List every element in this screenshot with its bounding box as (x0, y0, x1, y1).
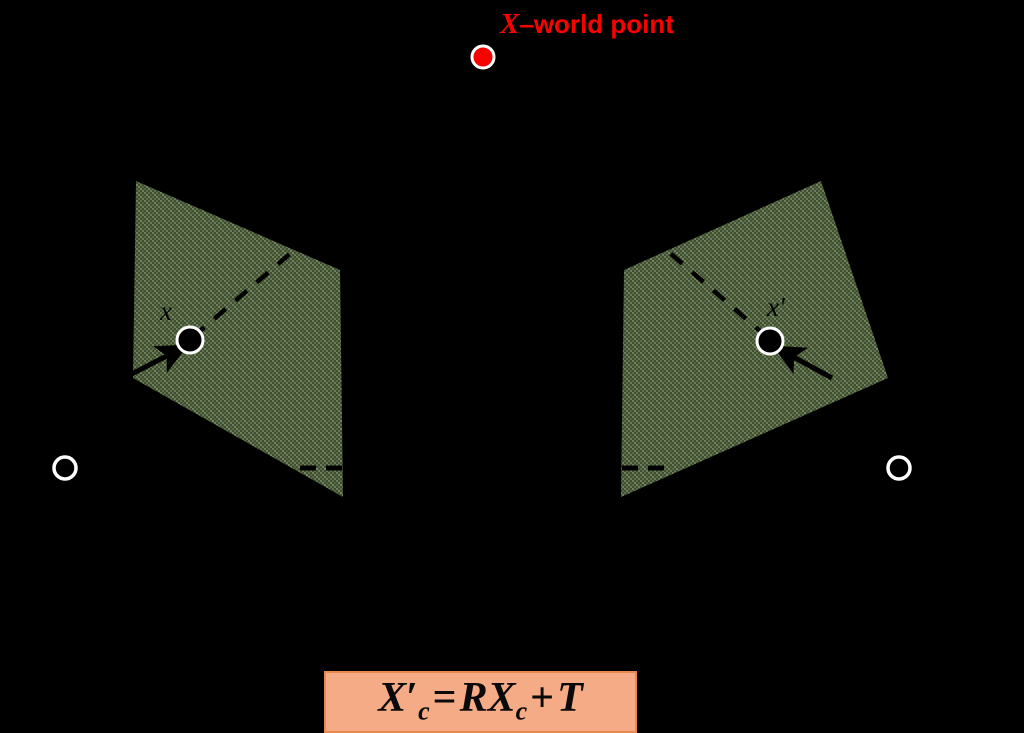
left-epipolar-ray-dashed (191, 251, 293, 339)
left-projection-arrow (122, 344, 189, 381)
right-camera-center (886, 455, 912, 481)
formula-box: X′c=RXc+T (324, 671, 637, 733)
right-projection-arrow (772, 345, 834, 381)
formula-prime: ′ (406, 675, 419, 722)
left-camera-center (52, 455, 78, 481)
formula-plus: + (530, 675, 555, 722)
formula-expression: X′c=RXc+T (378, 677, 583, 727)
right-epipolar-ray-dashed (668, 251, 769, 339)
world-point-marker (470, 44, 496, 70)
right-image-plane (621, 181, 888, 497)
world-point-dash: – (519, 9, 534, 39)
formula-rotation: R (459, 675, 488, 722)
left-image-point (175, 325, 205, 355)
formula-rhs-subscript: c (515, 696, 528, 726)
left-image-point-label: x (160, 296, 172, 326)
formula-translation: T (557, 675, 583, 722)
right-image-point (755, 326, 785, 356)
formula-rhs-symbol: X (487, 675, 516, 722)
right-image-point-label: x' (767, 292, 785, 322)
world-point-text: world point (533, 9, 674, 39)
formula-equals: = (432, 675, 457, 722)
formula-lhs-symbol: X (378, 675, 407, 722)
world-point-symbol: X (500, 8, 520, 40)
left-image-plane (133, 181, 343, 497)
formula-lhs-subscript: c (418, 696, 430, 726)
world-point-label: X–world point (500, 8, 674, 41)
